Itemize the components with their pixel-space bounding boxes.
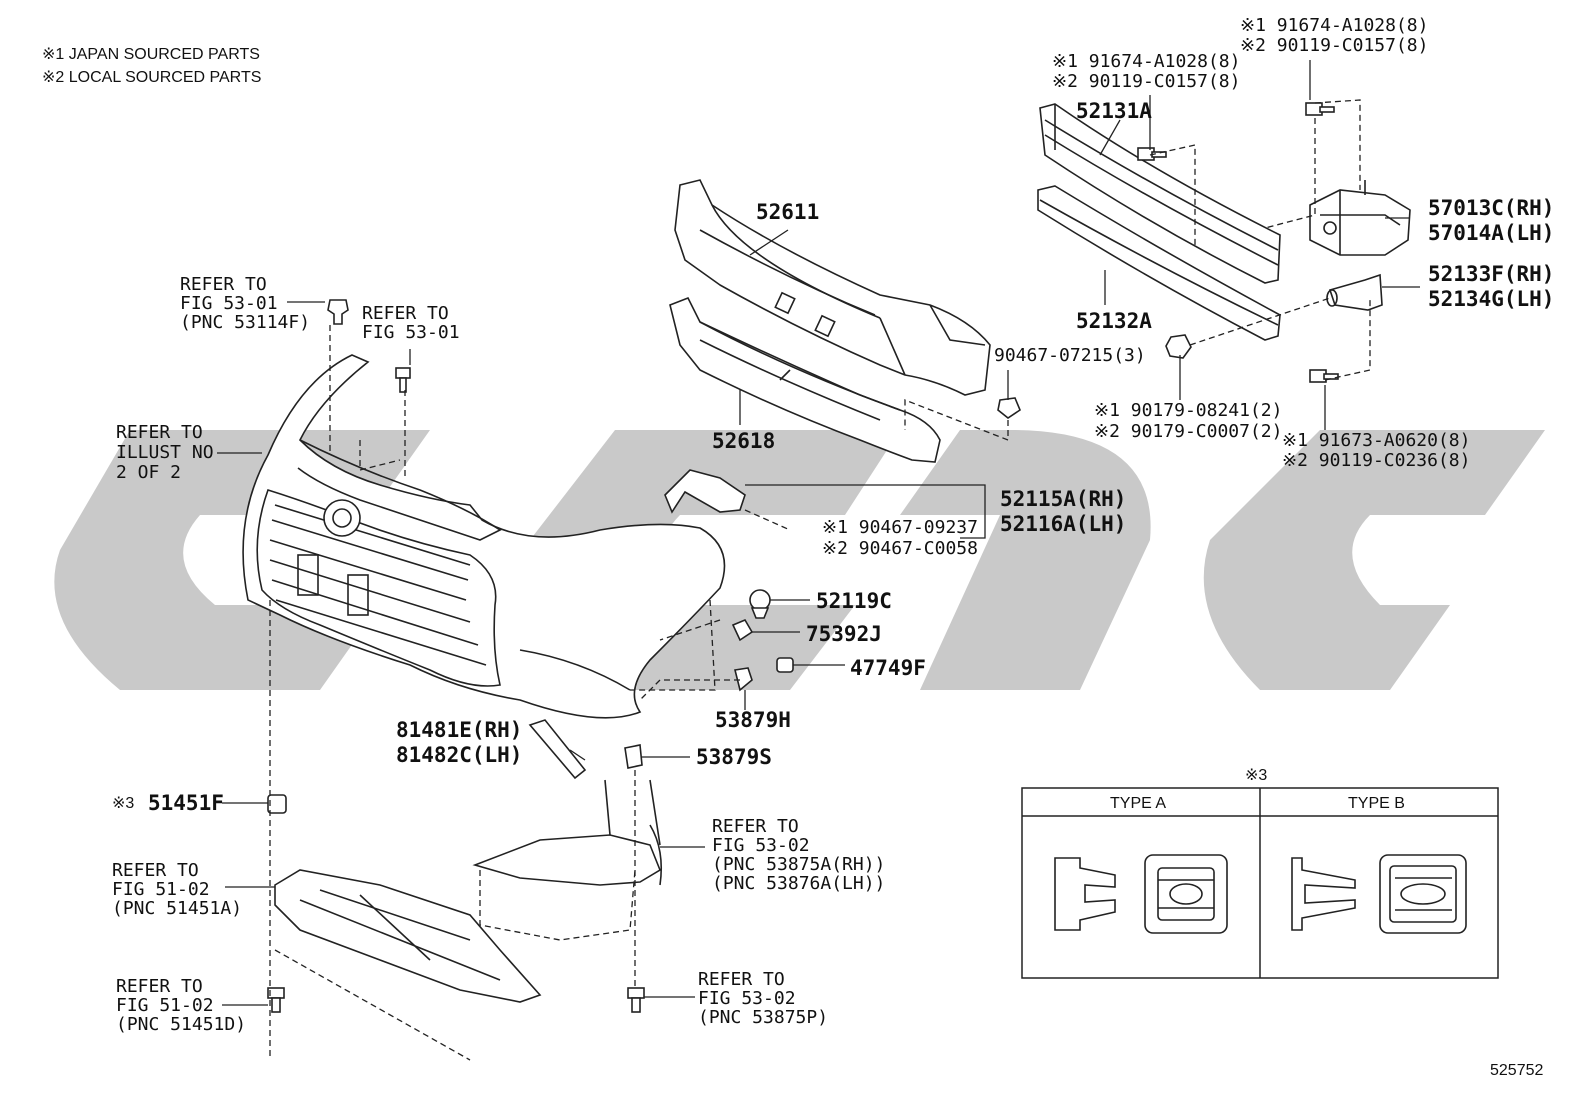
part-52115A: 52115A(RH)	[1000, 487, 1126, 511]
refer-fig-53-02-b-line3: (PNC 53875P)	[698, 1007, 828, 1028]
nut-line1: ※1 90179-08241(2)	[1094, 400, 1282, 421]
refer-fig-53-02-b-line2: FIG 53-02	[698, 988, 796, 1009]
part-52131A: 52131A	[1076, 99, 1152, 123]
clip-90467-line2: ※2 90467-C0058	[822, 538, 978, 559]
alignment-lines	[269, 99, 1371, 1061]
type-b-clip-side-icon	[1291, 857, 1356, 931]
refer-illust-line3: 2 OF 2	[116, 462, 181, 483]
part-52132A: 52132A	[1076, 309, 1152, 333]
part-81482C: 81482C(LH)	[396, 743, 522, 767]
refer-fig-53-02-a-line1: REFER TO	[712, 816, 799, 837]
bolt-51451D-icon	[267, 987, 285, 1013]
part-52134G: 52134G(LH)	[1428, 287, 1554, 311]
bolt-top-left-line2: ※2 90119-C0157(8)	[1052, 71, 1240, 92]
refer-fig-53-02-a-line3: (PNC 53875A(RH))	[712, 854, 885, 875]
bolt-top-right-line1: ※1 91674-A1028(8)	[1240, 15, 1428, 36]
refer-fig-53-02-a-line2: FIG 53-02	[712, 835, 810, 856]
refer-fig-51-02-b-line1: REFER TO	[116, 976, 203, 997]
type-b-header: TYPE B	[1348, 795, 1405, 812]
bracket-52133F	[1326, 273, 1383, 311]
clip-type-table: ※3 TYPE A TYPE B	[1021, 767, 1499, 979]
nut-line2: ※2 90179-C0007(2)	[1094, 421, 1282, 442]
clip-52119C-icon	[749, 589, 771, 619]
energy-absorber-52611	[674, 179, 991, 396]
type-a-clip-top-icon	[1144, 854, 1228, 934]
bracket-52115A-icon	[664, 469, 746, 514]
refer-fig-53-01-b-line1: REFER TO	[362, 303, 449, 324]
type-a-clip-side-icon	[1054, 857, 1116, 931]
refer-illust-line2: ILLUST NO	[116, 442, 214, 463]
part-75392J: 75392J	[806, 622, 882, 646]
bolt-lower-line2: ※2 90119-C0236(8)	[1282, 450, 1470, 471]
bumper-reinforcement-52131A	[1039, 103, 1281, 284]
type-a-header: TYPE A	[1110, 795, 1166, 812]
clip-90467-07215: 90467-07215(3)	[994, 345, 1146, 366]
clip-90467-line1: ※1 90467-09237	[822, 517, 978, 538]
bolt-53875P-icon	[627, 987, 645, 1013]
refer-fig-51-02-b-line3: (PNC 51451D)	[116, 1014, 246, 1035]
refer-fig-53-01-a-line2: FIG 53-01	[180, 293, 278, 314]
clip-90467-icon	[997, 397, 1021, 419]
clip-51451F-icon	[267, 794, 287, 814]
leader-lines	[217, 60, 1420, 1006]
refer-fig-51-02-a-line3: (PNC 51451A)	[112, 898, 242, 919]
screw-refer-53-01-icon	[395, 367, 411, 393]
part-51451F: 51451F	[148, 791, 224, 815]
part-53879H: 53879H	[715, 708, 791, 732]
part-52618: 52618	[712, 429, 775, 453]
molding-81481E-icon	[528, 719, 587, 780]
bumper-arm-57013C	[1309, 180, 1411, 256]
fasteners	[267, 102, 1339, 1013]
note-japan-sourced: ※1 JAPAN SOURCED PARTS	[42, 46, 260, 63]
refer-fig-53-02-a-line4: (PNC 53876A(LH))	[712, 873, 885, 894]
part-52133F: 52133F(RH)	[1428, 262, 1554, 286]
part-52116A: 52116A(LH)	[1000, 512, 1126, 536]
bolt-lower-icon	[1309, 369, 1339, 383]
diagram-id: 525752	[1490, 1062, 1543, 1079]
part-47749F: 47749F	[850, 656, 926, 680]
engine-undercover-51451A	[274, 869, 542, 1003]
clip-53879S-icon	[624, 744, 643, 769]
bumper-reinforcement-52618	[669, 296, 941, 463]
bolt-lower-line1: ※1 91673-A0620(8)	[1282, 430, 1470, 451]
part-53879S: 53879S	[696, 745, 772, 769]
note-local-sourced: ※2 LOCAL SOURCED PARTS	[42, 69, 261, 86]
clip-47749F-icon	[776, 657, 794, 673]
refer-fig-51-02-a-line1: REFER TO	[112, 860, 199, 881]
type-table-mark: ※3	[1245, 767, 1267, 784]
bolt-top-right-icon	[1305, 102, 1335, 116]
clip-53114F-icon	[327, 299, 349, 325]
refer-illust-line1: REFER TO	[116, 422, 203, 443]
part-51451F-mark: ※3	[112, 795, 134, 812]
part-52611: 52611	[756, 200, 819, 224]
refer-fig-51-02-a-line2: FIG 51-02	[112, 879, 210, 900]
part-57013C: 57013C(RH)	[1428, 196, 1554, 220]
type-b-clip-top-icon	[1379, 854, 1467, 934]
refer-fig-53-01-a-line1: REFER TO	[180, 274, 267, 295]
part-52119C: 52119C	[816, 589, 892, 613]
bolt-top-left-line1: ※1 91674-A1028(8)	[1052, 51, 1240, 72]
refer-fig-53-01-b-line2: FIG 53-01	[362, 322, 460, 343]
fender-liner-53875A	[472, 779, 663, 886]
bumper-reinforcement-52132A	[1037, 185, 1281, 341]
refer-fig-53-02-b-line1: REFER TO	[698, 969, 785, 990]
bolt-top-right-line2: ※2 90119-C0157(8)	[1240, 35, 1428, 56]
part-81481E: 81481E(RH)	[396, 718, 522, 742]
part-57014A: 57014A(LH)	[1428, 221, 1554, 245]
refer-fig-51-02-b-line2: FIG 51-02	[116, 995, 214, 1016]
refer-fig-53-01-a-line3: (PNC 53114F)	[180, 312, 310, 333]
bumper-cover-drawing	[242, 354, 726, 719]
clip-53879H-icon	[734, 667, 753, 692]
nut-icon	[1165, 334, 1192, 359]
